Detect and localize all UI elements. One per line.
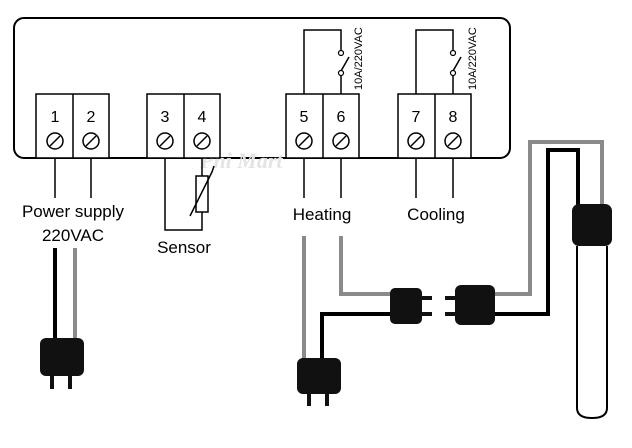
terminal-number-1: 1 xyxy=(51,109,60,126)
terminal-block-power xyxy=(35,93,110,159)
heating-relay-rating: 10A/220VAC xyxy=(353,27,365,90)
terminal-number-5: 5 xyxy=(300,109,309,126)
plug-icon xyxy=(40,338,84,389)
terminal-block-sensor xyxy=(146,93,221,159)
controller-housing xyxy=(13,17,511,159)
terminal-number-8: 8 xyxy=(449,109,458,126)
terminal-block-heating xyxy=(285,93,360,159)
terminal-number-2: 2 xyxy=(87,109,96,126)
cooling-label: Cooling xyxy=(407,205,465,224)
terminal-number-3: 3 xyxy=(161,109,170,126)
terminal-number-7: 7 xyxy=(412,109,421,126)
plug-icon xyxy=(445,285,495,325)
plug-icon xyxy=(297,358,341,406)
sensor-label: Sensor xyxy=(157,238,211,257)
screw-terminal-icon xyxy=(295,132,313,150)
screw-terminal-icon xyxy=(444,132,462,150)
relay-switch-icon xyxy=(303,29,350,94)
terminal-block-cooling xyxy=(397,93,472,159)
heating-label: Heating xyxy=(293,205,352,224)
terminal-number-6: 6 xyxy=(337,109,346,126)
thermistor-icon xyxy=(189,165,215,217)
screw-terminal-icon xyxy=(156,132,174,150)
screw-terminal-icon xyxy=(407,132,425,150)
terminal-number-4: 4 xyxy=(198,109,207,126)
socket-icon xyxy=(390,288,432,324)
cooling-relay-rating: 10A/220VAC xyxy=(467,27,479,90)
screw-terminal-icon xyxy=(82,132,100,150)
immersion-heater-icon xyxy=(572,204,612,420)
screw-terminal-icon xyxy=(46,132,64,150)
relay-switch-icon xyxy=(415,29,462,94)
screw-terminal-icon xyxy=(332,132,350,150)
power-supply-label: Power supply xyxy=(22,202,125,221)
screw-terminal-icon xyxy=(193,132,211,150)
power-voltage-label: 220VAC xyxy=(42,226,104,245)
